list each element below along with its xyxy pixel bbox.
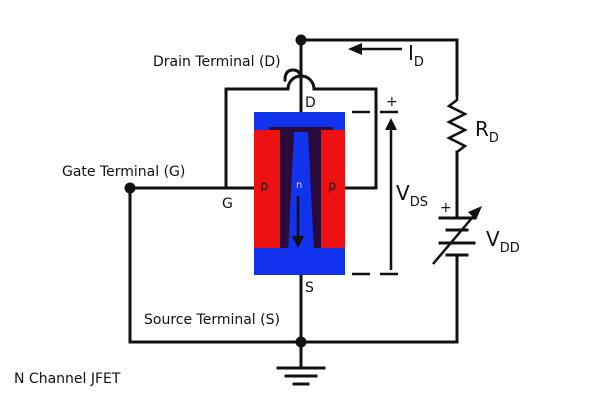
caption-label: N Channel JFET <box>14 371 121 387</box>
vdd-label: VDD <box>486 227 520 256</box>
source-terminal-label: Source Terminal (S) <box>144 312 280 328</box>
drain-terminal-label: Drain Terminal (D) <box>153 54 281 70</box>
id-arrow-head <box>348 43 362 55</box>
vdd-plus-label: + <box>440 200 452 216</box>
g-label: G <box>222 196 233 212</box>
n-label: n <box>296 180 302 191</box>
resistor-rd <box>446 95 468 153</box>
vds-plus-label: + <box>386 94 398 110</box>
n-channel <box>288 132 314 252</box>
source-node <box>295 336 307 348</box>
s-label: S <box>305 280 314 296</box>
battery-vdd <box>432 206 482 265</box>
variable-arrow-head <box>468 206 482 220</box>
p-right-label: p <box>328 179 336 194</box>
gate-node <box>124 182 136 194</box>
variable-arrow-shaft <box>432 211 478 265</box>
rd-label: RD <box>475 117 499 146</box>
channel-arrow-head <box>292 236 304 248</box>
vds-label: VDS <box>396 181 428 210</box>
jfet-device <box>254 112 345 275</box>
vds-arrow-head <box>385 118 397 130</box>
d-label: D <box>305 95 316 111</box>
p-region-left <box>254 130 280 248</box>
drain-node <box>295 34 307 46</box>
gate-terminal-label: Gate Terminal (G) <box>62 164 185 180</box>
p-region-right <box>321 130 345 248</box>
p-left-label: p <box>260 179 268 194</box>
id-label: ID <box>408 41 424 70</box>
